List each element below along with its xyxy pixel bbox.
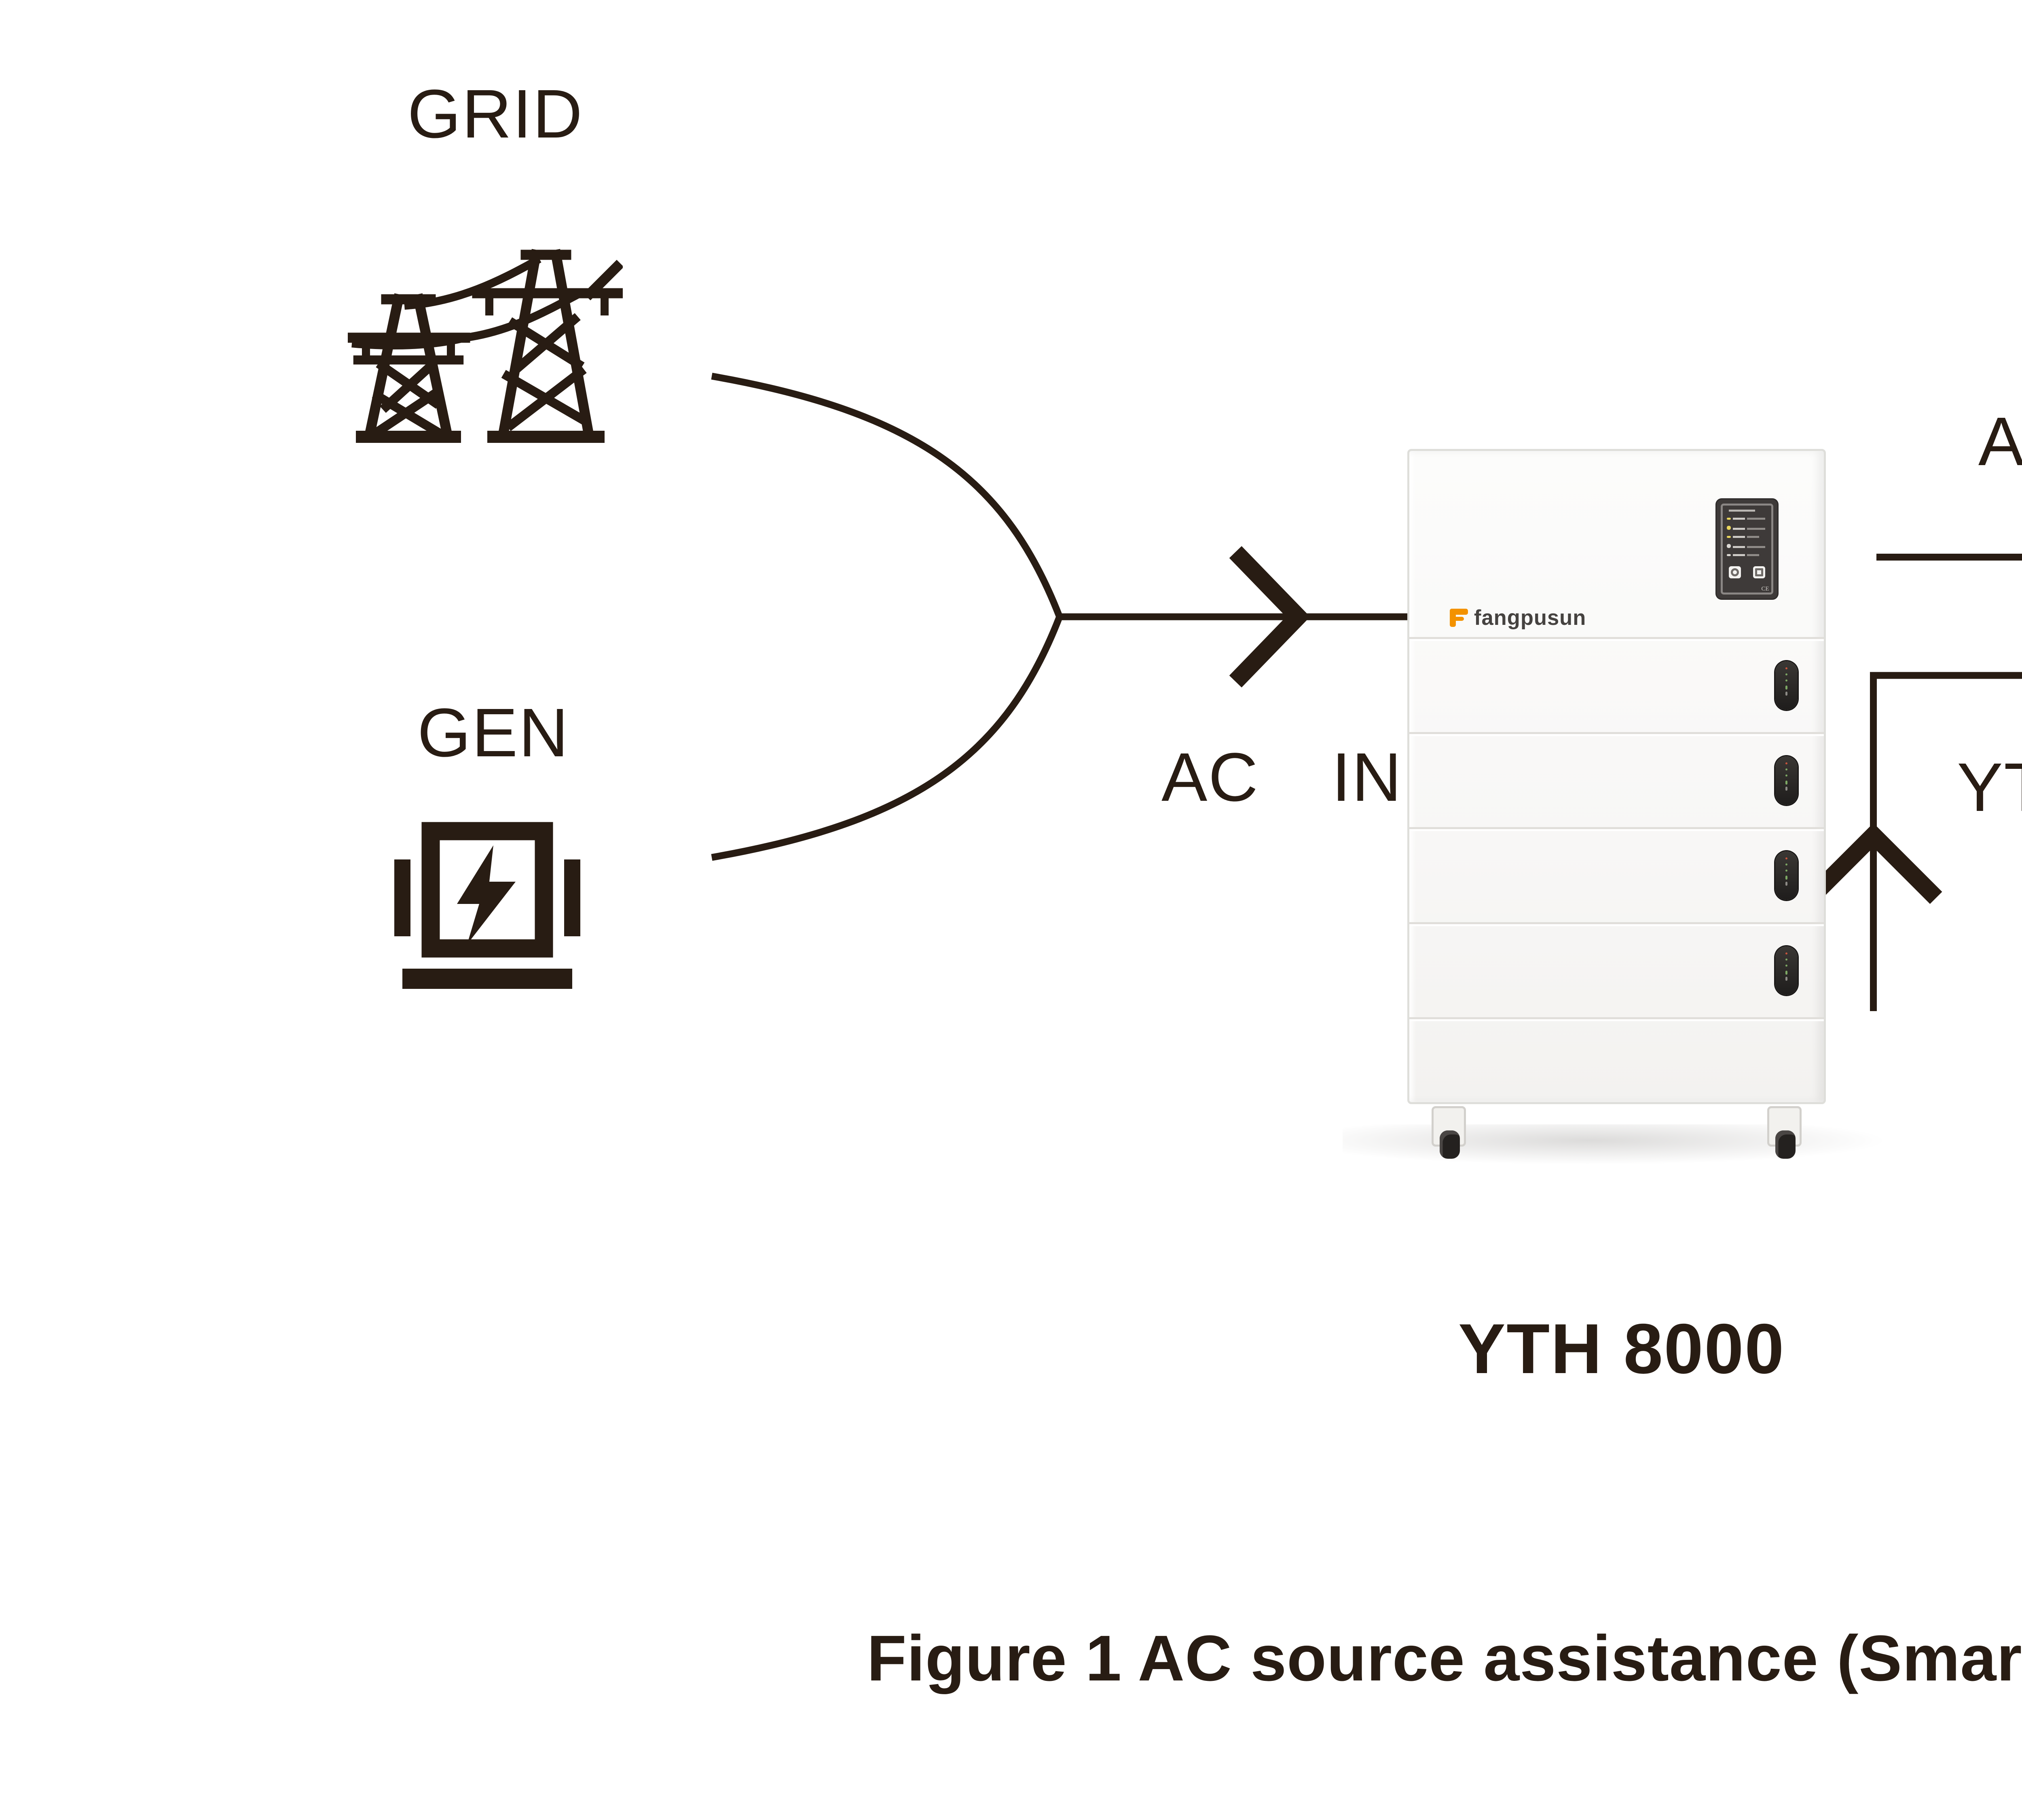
- brand-name: fangpusun: [1474, 605, 1586, 630]
- section-divider: [1409, 827, 1824, 829]
- caster-wheel-icon: [1767, 1106, 1802, 1159]
- grid-label: GRID: [407, 77, 584, 154]
- figure-caption: Figure 1 AC source assistance (Smart-Boo…: [867, 1622, 2022, 1695]
- battery-module-handle: [1775, 755, 1798, 805]
- grid-towers-icon: [348, 249, 623, 443]
- led-icon: [1727, 526, 1730, 530]
- ac-output-label: AC Output: [1978, 404, 2022, 481]
- unit-name-label: YTH 8000: [1458, 1310, 1785, 1389]
- generator-icon: [394, 822, 580, 989]
- gen-label: GEN: [417, 696, 569, 772]
- caster-wheel-icon: [1432, 1106, 1466, 1159]
- ac-in-label: AC IN: [1161, 740, 1402, 817]
- power-button-icon: [1729, 566, 1741, 579]
- section-divider: [1409, 637, 1824, 639]
- led-row: [1727, 517, 1765, 521]
- section-divider: [1409, 732, 1824, 734]
- control-panel-frame: CE: [1720, 502, 1775, 596]
- brand-mark-icon: [1450, 609, 1468, 627]
- led-row: [1727, 535, 1759, 539]
- ce-mark: CE: [1761, 584, 1769, 593]
- led-icon: [1727, 544, 1730, 548]
- led-icon: [1727, 535, 1730, 539]
- ytm-output-line: [1870, 672, 2022, 1011]
- panel-title-bar: [1728, 510, 1754, 512]
- setup-button-icon: [1753, 566, 1765, 579]
- battery-module-handle: [1775, 945, 1798, 995]
- section-divider: [1409, 922, 1824, 924]
- control-panel: CE: [1717, 499, 1777, 599]
- inverter-battery-cabinet: fangpusun CE: [1407, 449, 1826, 1159]
- led-row: [1727, 544, 1765, 548]
- battery-up-arrow-icon: [1804, 823, 1942, 904]
- grid-curve: [711, 372, 1063, 618]
- battery-module-handle: [1775, 850, 1798, 900]
- section-divider: [1409, 1017, 1824, 1019]
- led-row: [1727, 526, 1765, 530]
- led-icon: [1727, 517, 1730, 521]
- lightning-bolt-icon: [457, 845, 516, 944]
- gen-curve: [711, 615, 1063, 861]
- ytm-output-label: YTM Output: [1957, 750, 2022, 827]
- led-row: [1727, 553, 1759, 557]
- ac-in-arrow-icon: [1229, 546, 1310, 688]
- battery-module-handle: [1775, 660, 1798, 710]
- brand-logo: fangpusun: [1450, 605, 1586, 631]
- led-icon: [1727, 553, 1730, 557]
